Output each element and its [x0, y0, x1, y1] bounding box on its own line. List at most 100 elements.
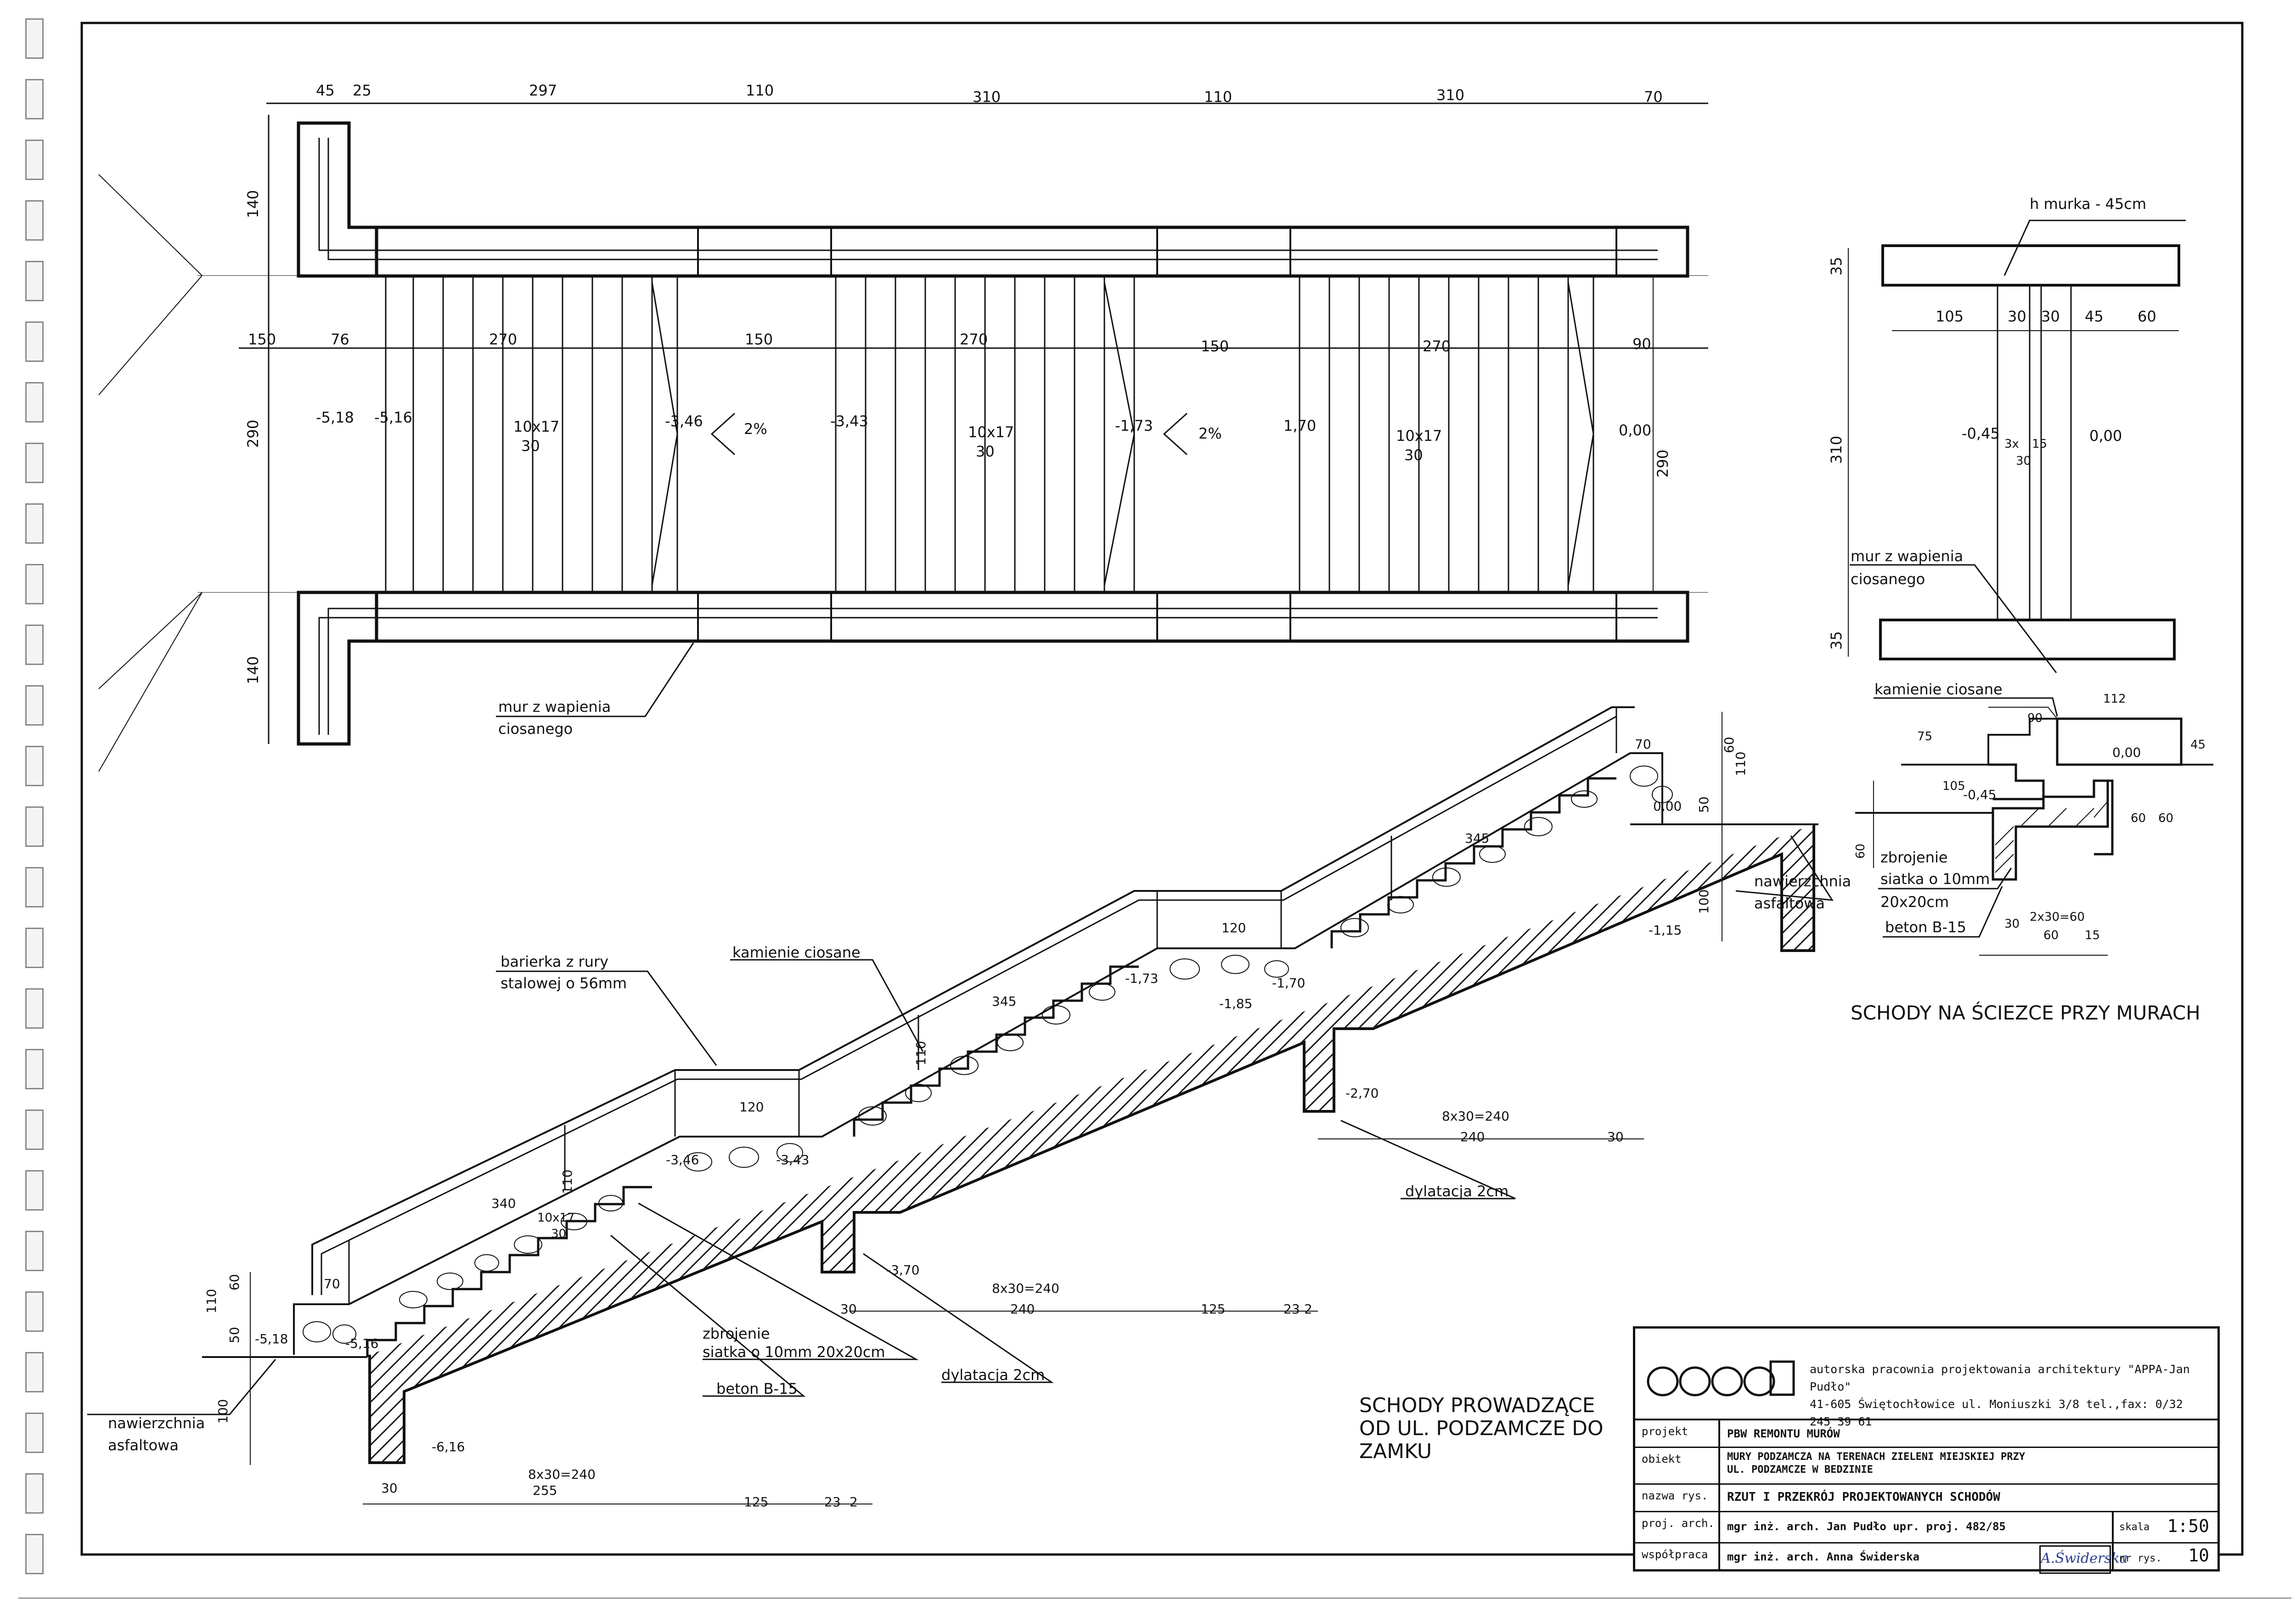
ws-dim-side-2: 35	[1828, 631, 1845, 650]
ws-dim-side-0: 35	[1828, 257, 1845, 276]
binding-hole	[25, 79, 44, 119]
ps-dim-1: 90	[2027, 711, 2043, 725]
ms-title-1: SCHODY PROWADZĄCE	[1359, 1394, 1595, 1417]
ms-dim-20: 240	[1010, 1301, 1035, 1317]
scale-cell: skala 1:50	[2112, 1512, 2217, 1542]
ms-dim-5: 340	[491, 1196, 516, 1211]
scale-value: 1:50	[2167, 1516, 2209, 1536]
binding-hole	[25, 1352, 44, 1392]
ms-title-3: ZAMKU	[1359, 1440, 1432, 1463]
plan-dim-top-1: 25	[353, 82, 371, 99]
tb-value-project: PBW REMONTU MURÓW	[1727, 1427, 1840, 1440]
appa-logo	[1644, 1356, 1796, 1402]
tb-value-object: MURY PODZAMCZA NA TERENACH ZIELENI MIEJS…	[1727, 1451, 2026, 1476]
ms-dim-6: 110	[560, 1170, 575, 1194]
ps-dim-5: 60	[2131, 811, 2146, 825]
tb-row-cooperation: współpraca mgr inż. arch. Anna Świderska…	[1635, 1543, 2217, 1574]
binding-hole	[25, 382, 44, 422]
ms-asphalt-l1: nawierzchnia	[108, 1414, 205, 1432]
ws-wall-label-1: mur z wapienia	[1851, 547, 1963, 565]
ms-dim-16: 100	[1696, 890, 1711, 914]
number-label: nr rys.	[2119, 1553, 2162, 1564]
plan-dim-inner-7: 90	[1632, 335, 1651, 353]
ms-dim-26: 240	[1460, 1129, 1485, 1144]
ms-asphalt-r1: nawierzchnia	[1754, 873, 1851, 890]
plan-level-5: 1,70	[1283, 417, 1316, 434]
plan-dim-right: 290	[1654, 450, 1671, 478]
binding-hole	[25, 564, 44, 604]
ms-railing-2: stalowej o 56mm	[501, 974, 627, 992]
plan-wall-label-1: mur z wapienia	[498, 698, 611, 715]
binding-hole	[25, 1110, 44, 1150]
sheet-border	[80, 22, 2244, 1556]
plan-wall-label-2: ciosanego	[498, 720, 573, 738]
wall-section-title: h murka - 45cm	[2030, 195, 2146, 213]
binding-hole	[25, 321, 44, 362]
binding-hole	[25, 806, 44, 847]
binding-hole	[25, 1049, 44, 1089]
ms-level-2: -6,16	[432, 1439, 465, 1454]
binding-hole	[25, 1170, 44, 1211]
ms-dim-28: 8x30=240	[528, 1467, 596, 1482]
ms-level-7: -1,70	[1272, 975, 1305, 991]
ps-stone-label: kamienie ciosane	[1874, 681, 2003, 698]
ps-reinf-1: zbrojenie	[1880, 849, 1948, 866]
wall-section-detail	[1848, 220, 2186, 673]
ms-level-5: -3,70	[886, 1262, 919, 1278]
ws-steps-1: 15	[2032, 437, 2047, 451]
tb-row-object: obiekt MURY PODZAMCZA NA TERENACH ZIELEN…	[1635, 1448, 2217, 1485]
ps-dim-6: 60	[2158, 811, 2173, 825]
binding-hole	[25, 1534, 44, 1574]
binding-hole	[25, 1231, 44, 1271]
binding-hole	[25, 1473, 44, 1514]
ms-dim-30: 125	[744, 1494, 768, 1510]
ps-title: SCHODY NA ŚCIEZCE PRZY MURACH	[1851, 1001, 2200, 1024]
plan-level-0: -5,18	[316, 409, 354, 426]
plan-slope-0: 2%	[744, 420, 767, 438]
ms-reinf-1: zbrojenie	[703, 1325, 770, 1342]
ps-dim-4: 105	[1942, 779, 1965, 793]
number-value: 10	[2188, 1545, 2209, 1566]
tb-label-project: projekt	[1635, 1420, 1720, 1447]
ms-dim-13: 60	[1722, 737, 1737, 753]
tb-row-drawing-name: nazwa rys. RZUT I PRZEKRÓJ PROJEKTOWANYC…	[1635, 1485, 2217, 1512]
ms-level-4: -3,43	[776, 1152, 809, 1167]
ms-dim-8: 345	[992, 994, 1016, 1009]
ms-dim-4: 100	[215, 1399, 231, 1424]
ms-dim-27: 30	[1607, 1129, 1624, 1144]
title-block-header: autorska pracownia projektowania archite…	[1635, 1329, 2217, 1428]
binding-hole	[25, 685, 44, 726]
plan-steps-a1: 10x17	[513, 418, 559, 435]
plan-level-4: -1,73	[1115, 417, 1153, 434]
ms-dim-1: 110	[204, 1289, 219, 1313]
ps-dim-2: 75	[1917, 730, 1932, 744]
plan-dim-inner-0: 150	[248, 331, 276, 348]
ws-dim-4: 60	[2138, 308, 2156, 325]
ms-level-1: -5,16	[345, 1336, 378, 1351]
ms-level-11: -1,15	[1649, 923, 1682, 938]
plan-level-1: -5,16	[374, 409, 412, 426]
tb-label-drawing-name: nazwa rys.	[1635, 1485, 1720, 1511]
ws-dim-3: 45	[2085, 308, 2104, 325]
ms-dim-31: 23	[824, 1494, 841, 1510]
plan-dim-top-6: 310	[1436, 86, 1464, 104]
ms-level-0: -5,18	[255, 1331, 288, 1346]
ps-dim-7: 60	[1854, 844, 1868, 859]
ms-dim-23: 2	[1304, 1301, 1312, 1317]
tb-label-architect: proj. arch.	[1635, 1512, 1720, 1542]
ps-dim-8: 30	[2004, 917, 2020, 931]
binding-hole	[25, 443, 44, 483]
ms-dim-9: 110	[913, 1041, 929, 1065]
ws-wall-label-2: ciosanego	[1851, 570, 1925, 588]
ps-dim-11: 15	[2085, 929, 2100, 942]
ms-dim-15: 50	[1696, 796, 1711, 813]
tb-value-architect: mgr inż. arch. Jan Pudło upr. proj. 482/…	[1727, 1520, 2006, 1533]
plan-level-6: 0,00	[1619, 422, 1651, 439]
plan-steps-b2: 30	[976, 443, 995, 460]
ms-dim-22: 23	[1283, 1301, 1300, 1317]
plan-steps-c2: 30	[1404, 446, 1423, 464]
firm-line-1: autorska pracownia projektowania archite…	[1810, 1363, 2190, 1393]
firm-info: autorska pracownia projektowania archite…	[1810, 1361, 2209, 1431]
ms-reinf-2: siatka o 10mm 20x20cm	[703, 1343, 885, 1361]
binding-hole	[25, 746, 44, 786]
